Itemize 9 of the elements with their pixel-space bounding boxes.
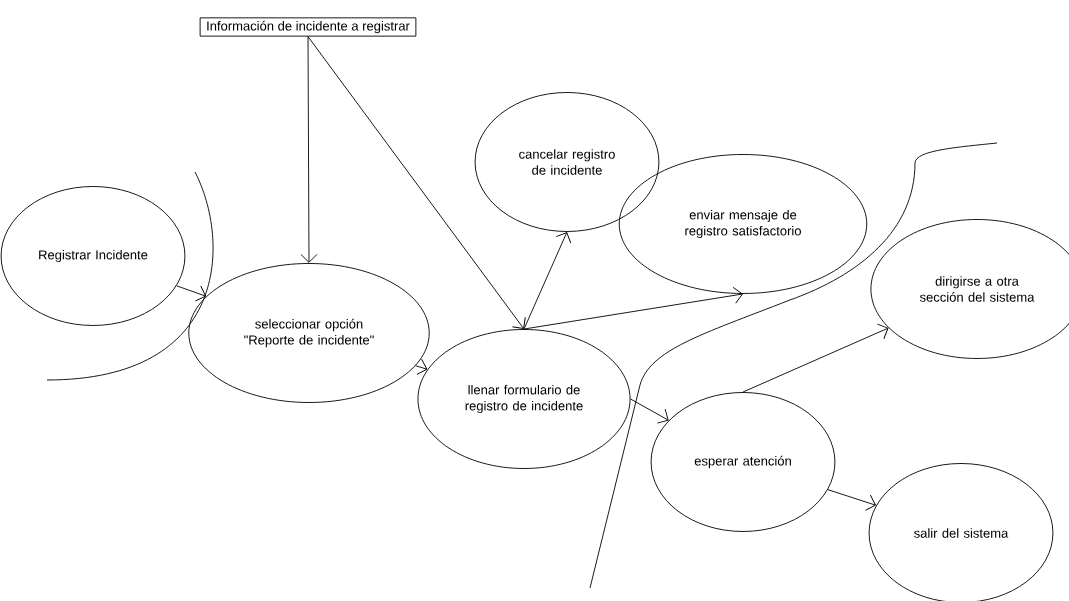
text-box: Información de incidente a registrar [199, 17, 417, 37]
arrow [523, 232, 572, 330]
arrow [176, 285, 207, 302]
arrow [630, 398, 669, 424]
arrow [523, 286, 743, 330]
arrow [300, 36, 318, 263]
arrow [742, 323, 889, 393]
arrow [307, 36, 526, 329]
arrow [827, 489, 876, 511]
